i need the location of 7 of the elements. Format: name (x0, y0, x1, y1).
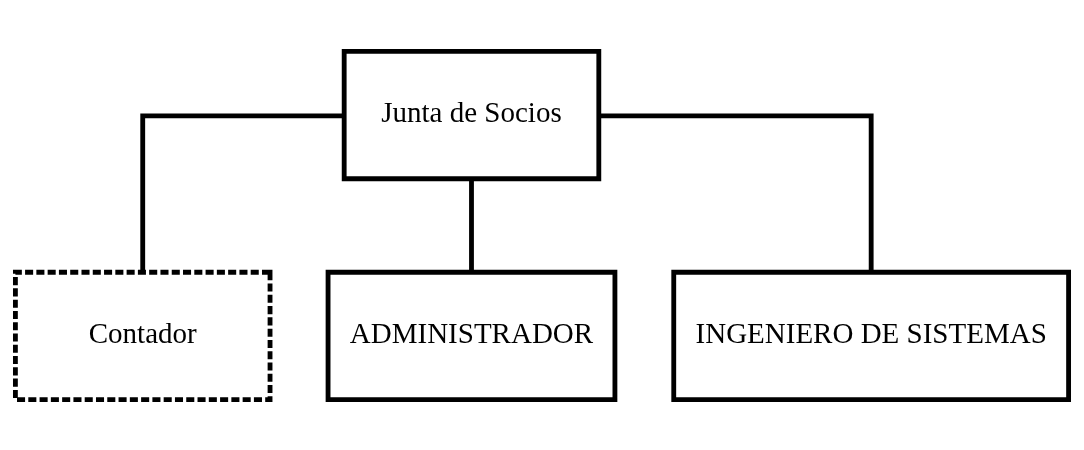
node-box: Junta de Socios (341, 48, 602, 181)
connector (140, 113, 344, 272)
node-box: ADMINISTRADOR (325, 269, 618, 402)
connector (469, 178, 474, 272)
node-box: INGENIERO DE SISTEMAS (671, 269, 1071, 402)
connector (599, 113, 874, 272)
node-box: Contador (13, 269, 273, 402)
